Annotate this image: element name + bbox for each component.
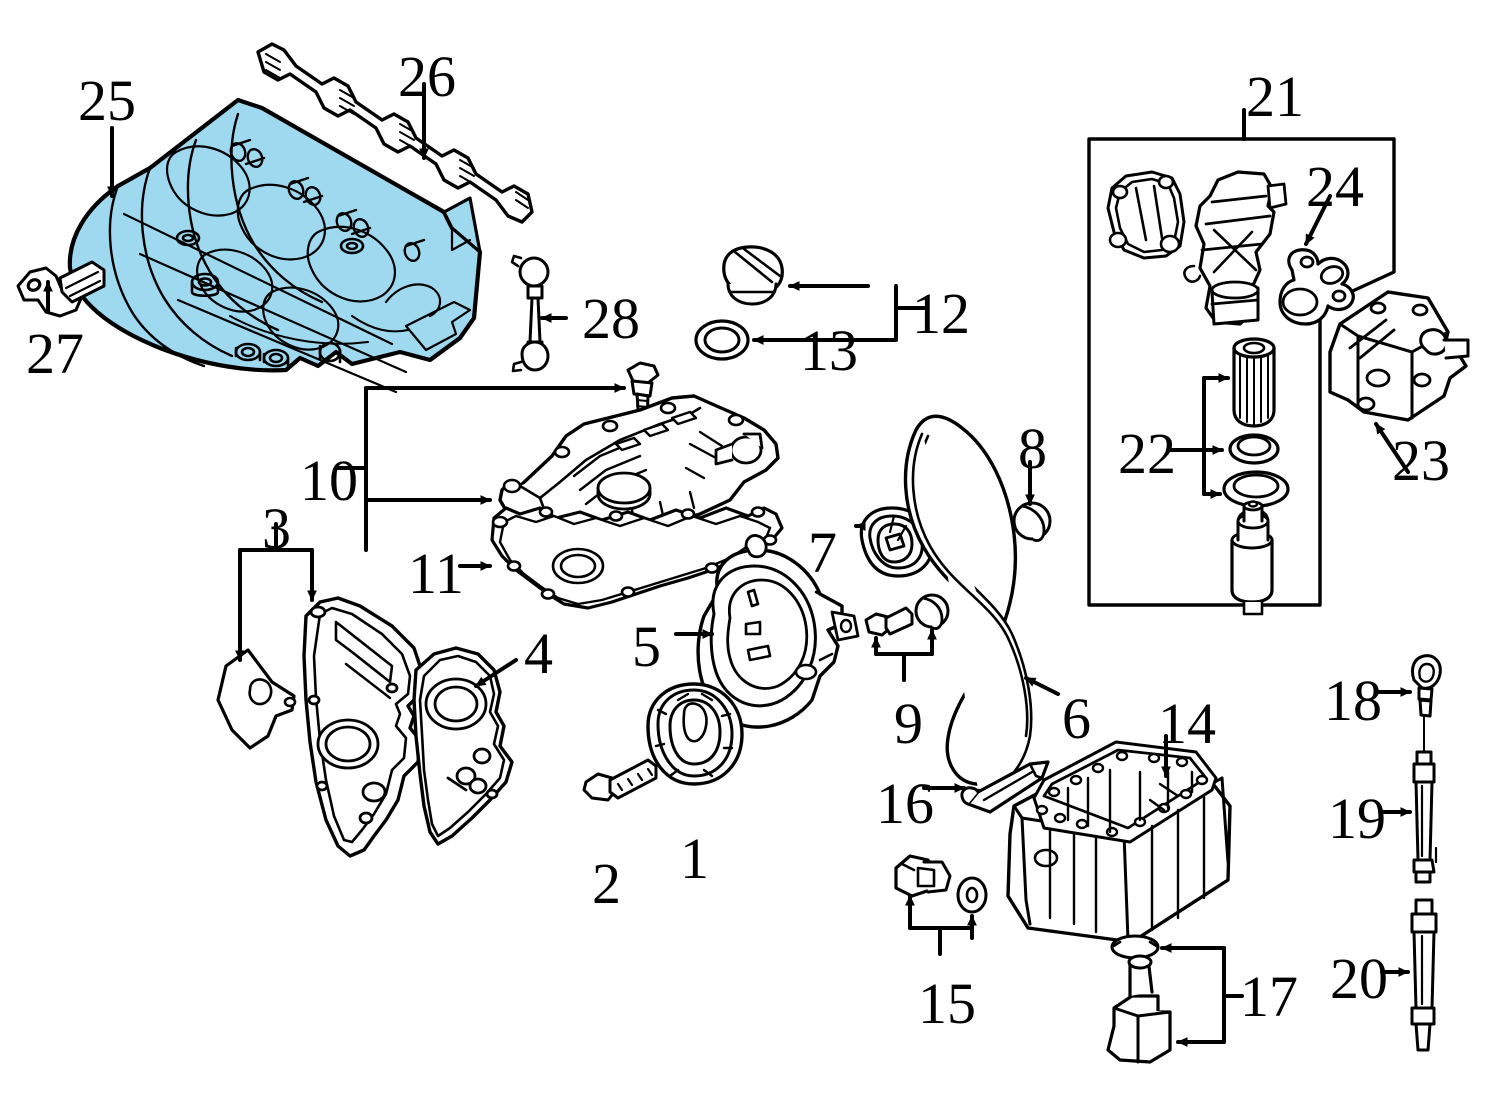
callout-number-15: 15	[918, 971, 976, 1036]
callout-number-26: 26	[398, 44, 456, 109]
callout-number-18: 18	[1324, 668, 1382, 733]
callout-number-7: 7	[808, 520, 837, 585]
callout-number-14: 14	[1158, 691, 1216, 756]
part-oil-filter-housing	[1183, 170, 1288, 326]
callout-leaders	[43, 82, 1412, 1047]
callout-number-3: 3	[262, 496, 291, 561]
part-crankshaft-seal-housing	[696, 534, 860, 729]
part-timing-cover-lower	[412, 646, 514, 846]
callout-number-1: 1	[680, 826, 709, 891]
callout-number-17: 17	[1240, 964, 1298, 1029]
part-timing-belt-tensioner-pulley	[859, 506, 934, 578]
part-oil-filter-oring-large	[1222, 470, 1290, 508]
part-oil-housing-cover	[1106, 170, 1186, 260]
callout-number-4: 4	[524, 621, 553, 686]
callout-number-12: 12	[912, 281, 970, 346]
callout-number-20: 20	[1330, 946, 1388, 1011]
part-support-link-rod	[510, 254, 550, 373]
callout-number-16: 16	[876, 771, 934, 836]
part-timing-belt	[903, 414, 1033, 792]
part-tensioner-washer	[1012, 501, 1052, 542]
part-oil-level-sensor	[1106, 954, 1172, 1064]
part-oil-filter-cap	[1230, 500, 1274, 616]
callout-number-10: 10	[300, 448, 358, 513]
part-valve-cover-gasket	[490, 506, 784, 610]
callout-number-27: 27	[26, 321, 84, 386]
part-drain-plug	[894, 854, 952, 898]
callout-number-24: 24	[1306, 154, 1364, 219]
part-engine-oil-cooler	[1328, 290, 1470, 422]
callout-number-25: 25	[78, 68, 136, 133]
part-oil-filler-cap	[722, 245, 784, 306]
callout-number-28: 28	[582, 286, 640, 351]
callout-number-22: 22	[1118, 421, 1176, 486]
part-timing-cover-plate	[216, 648, 297, 750]
callout-number-11: 11	[408, 541, 464, 606]
part-drain-plug-washer	[956, 876, 988, 914]
part-crankshaft-pulley-bolt	[582, 758, 658, 802]
callout-number-19: 19	[1328, 786, 1386, 851]
part-crankshaft-pulley	[646, 682, 744, 786]
part-intake-manifold	[67, 97, 483, 394]
part-oil-dipstick	[1412, 750, 1438, 884]
callout-number-5: 5	[632, 614, 661, 679]
part-oil-filter-oring-small	[1228, 433, 1280, 465]
callout-number-2: 2	[592, 851, 621, 916]
callout-number-9: 9	[894, 691, 923, 756]
part-oil-filler-seal	[694, 319, 750, 361]
callout-number-13: 13	[800, 318, 858, 383]
part-tensioner-bolt	[864, 606, 914, 637]
part-oil-filter-element	[1232, 337, 1276, 428]
callout-brackets	[238, 108, 1246, 1044]
part-oil-dipstick-handle	[1410, 654, 1442, 753]
part-tensioner-bolt-washer	[914, 593, 950, 630]
part-dipstick-guide-tube	[1410, 898, 1438, 1052]
callout-number-21: 21	[1246, 64, 1304, 129]
part-oil-level-sensor-oring	[1110, 934, 1160, 960]
callout-number-6: 6	[1062, 686, 1091, 751]
callout-number-8: 8	[1018, 416, 1047, 481]
callout-number-23: 23	[1392, 428, 1450, 493]
part-oil-filter-housing-gasket	[1278, 248, 1355, 326]
part-intake-manifold-gasket	[256, 42, 534, 224]
part-timing-cover-main	[302, 596, 424, 858]
